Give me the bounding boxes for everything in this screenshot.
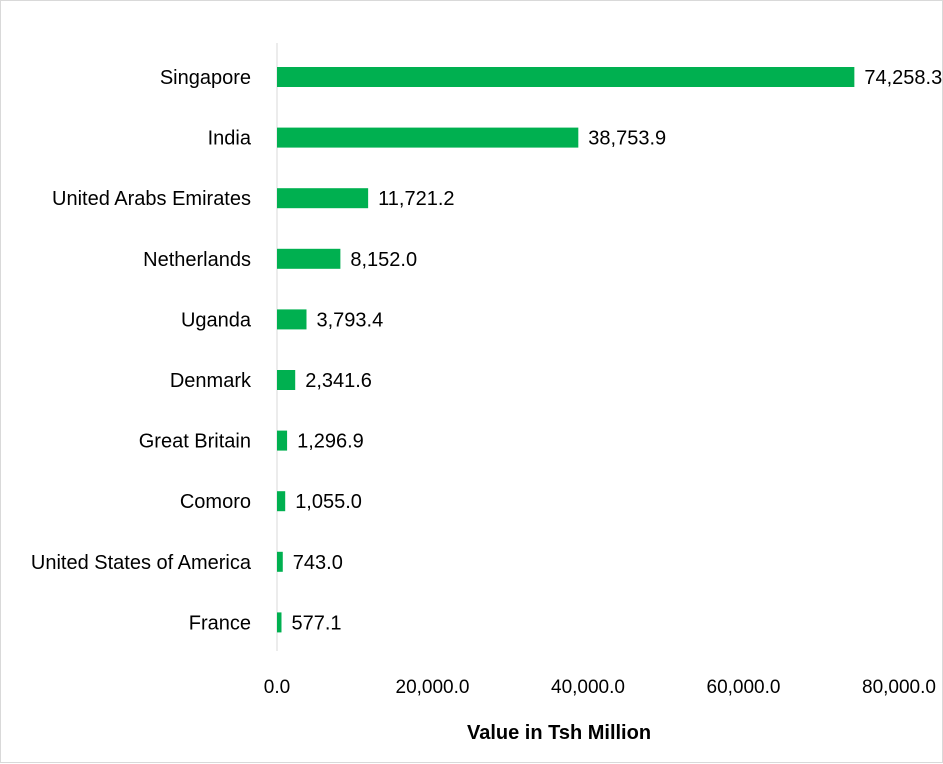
bar [277,491,286,512]
category-label: France [189,612,251,634]
bar [277,370,296,390]
x-tick-label: 40,000.0 [551,677,625,698]
bar [277,248,341,269]
category-label: Netherlands [143,249,251,271]
bar [277,612,282,633]
data-label: 74,258.3 [864,67,942,89]
x-axis-title: Value in Tsh Million [467,722,651,744]
data-label: 2,341.6 [305,370,372,392]
bar [277,67,855,87]
category-label: Comoro [180,491,251,513]
bar [277,188,369,209]
data-label: 1,296.9 [297,431,364,453]
x-tick-label: 20,000.0 [396,677,470,698]
data-label: 1,055.0 [295,491,362,513]
bar [277,309,307,330]
category-label: Great Britain [139,431,251,453]
bar [277,127,579,148]
data-label: 11,721.2 [378,188,454,210]
category-label: India [208,128,252,150]
category-label: United States of America [31,552,252,574]
data-label: 3,793.4 [316,309,383,331]
category-label: Denmark [170,370,252,392]
bar-layer [277,67,855,633]
bar [277,551,283,572]
x-tick-label: 0.0 [264,677,290,698]
x-tick-label: 60,000.0 [707,677,781,698]
data-label: 577.1 [291,612,341,634]
data-label: 8,152.0 [350,249,417,271]
category-label: Singapore [160,67,251,89]
axis-layer: 0.0 20,000.0 40,000.0 60,000.0 80,000.0 [264,43,936,698]
x-tick-label: 80,000.0 [862,677,936,698]
bar [277,430,288,451]
category-label: United Arabs Emirates [52,188,251,210]
data-label: 743.0 [293,552,343,574]
category-label: Uganda [181,309,252,331]
data-label: 38,753.9 [588,128,666,150]
